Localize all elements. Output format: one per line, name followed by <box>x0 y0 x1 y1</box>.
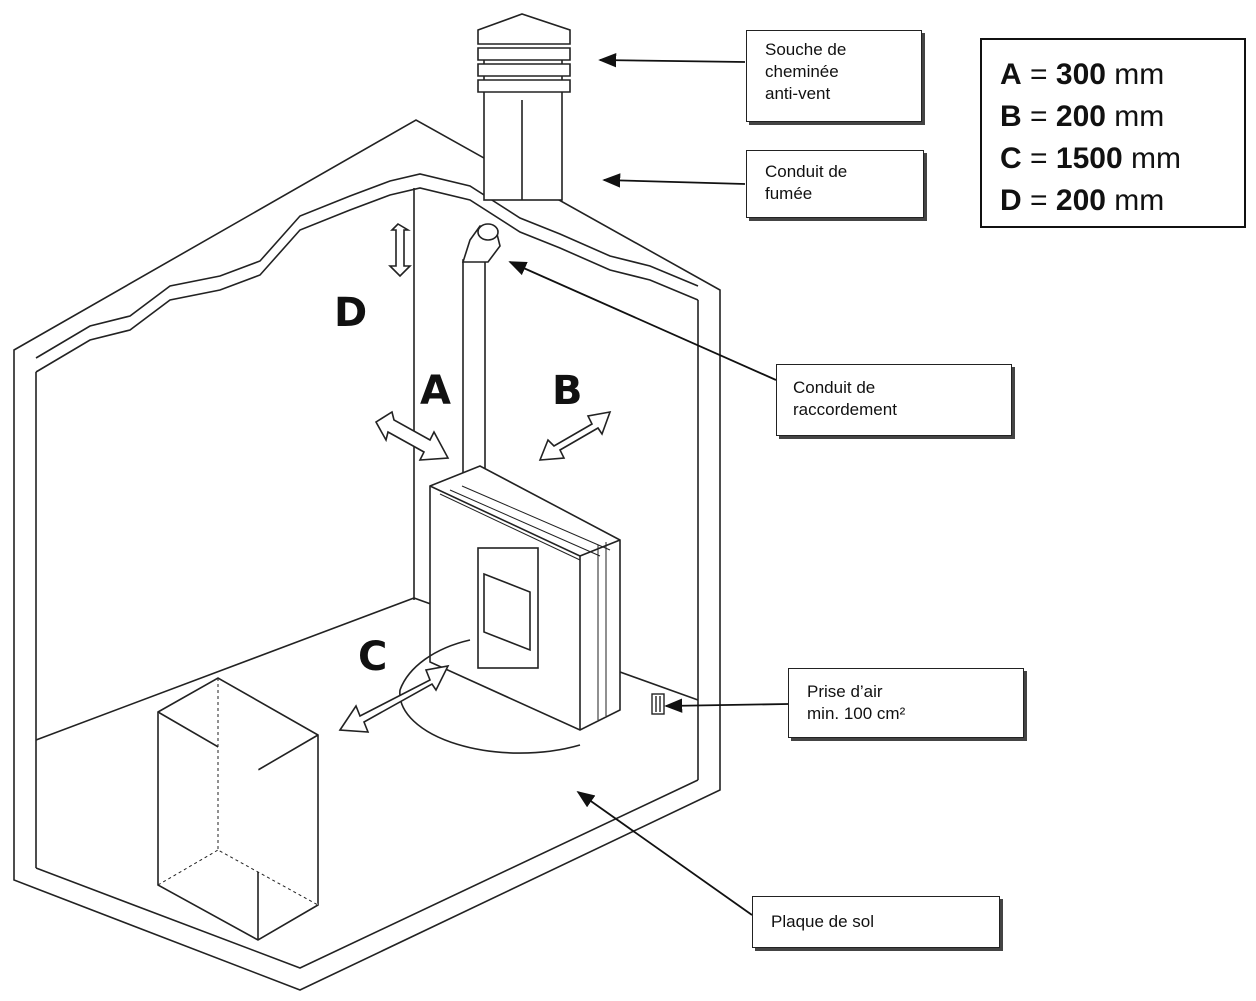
legend-row-d: D = 200 mm <box>1000 180 1226 222</box>
label-conduit-raccordement: Conduit de raccordement <box>776 364 1012 436</box>
label-conduit-fumee: Conduit de fumée <box>746 150 924 218</box>
arrow-a <box>374 410 450 461</box>
ceiling-cornice <box>35 187 699 373</box>
legend-row-a: A = 300 mm <box>1000 54 1226 96</box>
legend-unit: mm <box>1130 142 1181 175</box>
legend-letter: A <box>1000 58 1022 91</box>
legend-unit: mm <box>1114 184 1165 217</box>
legend-row-c: C = 1500 mm <box>1000 138 1226 180</box>
leader-raccordement <box>508 261 777 381</box>
flue-pipe <box>461 223 501 486</box>
legend-equals: = <box>1030 184 1048 217</box>
distance-legend: A = 300 mm B = 200 mm C = 1500 mm D = 20… <box>980 38 1246 228</box>
floor-plate <box>399 639 581 754</box>
label-souche-cheminee: Souche de cheminée anti-vent <box>746 30 922 122</box>
arrow-d <box>388 222 412 278</box>
arrow-c <box>338 664 450 733</box>
leader-souche <box>598 53 746 68</box>
legend-equals: = <box>1030 58 1048 91</box>
dimension-label-d: D <box>334 290 368 336</box>
legend-unit: mm <box>1114 100 1165 133</box>
legend-letter: D <box>1000 184 1022 217</box>
label-plaque-sol: Plaque de sol <box>752 896 1000 948</box>
leader-prise-air <box>664 698 789 713</box>
dimension-label-a: A <box>420 368 451 414</box>
legend-value: 200 <box>1055 184 1106 217</box>
legend-value: 1500 <box>1055 142 1123 175</box>
leader-conduit-fumee <box>602 173 746 188</box>
dimension-label-b: B <box>552 368 583 414</box>
legend-letter: B <box>1000 100 1022 133</box>
air-intake-grille <box>651 693 665 715</box>
legend-value: 200 <box>1055 100 1106 133</box>
legend-value: 300 <box>1055 58 1106 91</box>
furniture-box <box>157 677 319 941</box>
legend-letter: C <box>1000 142 1022 175</box>
label-prise-air: Prise d’air min. 100 cm² <box>788 668 1024 738</box>
leader-plaque-sol <box>576 790 753 916</box>
legend-row-b: B = 200 mm <box>1000 96 1226 138</box>
legend-unit: mm <box>1114 58 1165 91</box>
pellet-stove <box>429 465 621 731</box>
legend-equals: = <box>1030 100 1048 133</box>
legend-equals: = <box>1030 142 1048 175</box>
wall-outline <box>13 119 721 991</box>
dimension-label-c: C <box>358 634 388 680</box>
arrow-b <box>538 410 612 461</box>
chimney <box>477 13 571 201</box>
